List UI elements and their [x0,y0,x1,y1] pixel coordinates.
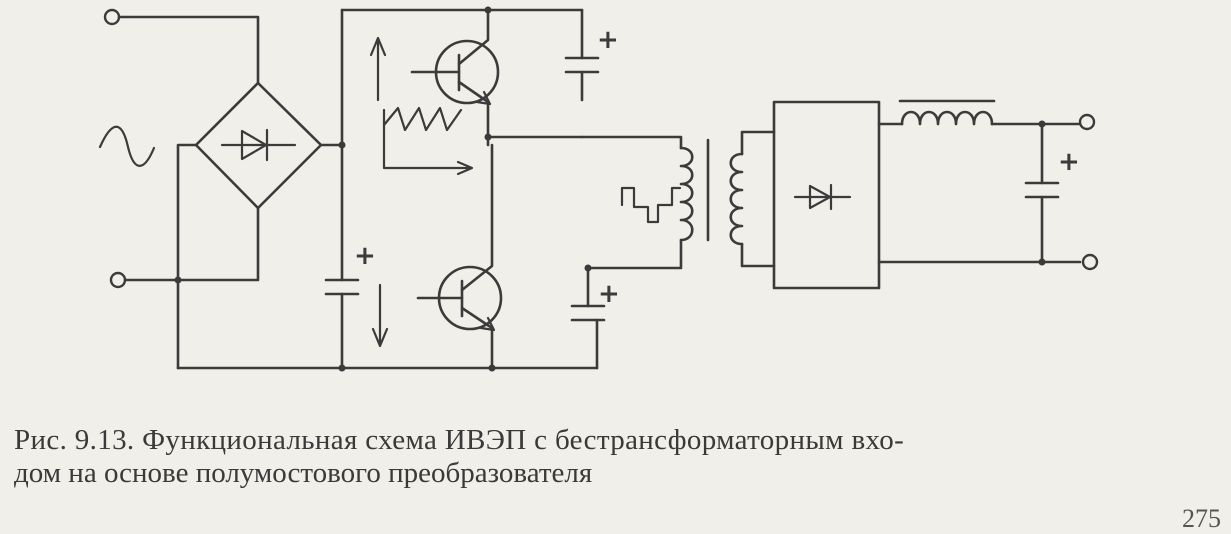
input-wire-bottom [123,206,260,282]
output-rectifier-block [772,100,881,290]
input-terminal-top [103,8,121,26]
caption-line-2: дом на основе полумостового преобразоват… [14,457,593,489]
output-lc-filter: + [877,99,1099,271]
primary-top-wire [580,135,683,150]
bridge-diode-icon [220,128,297,162]
ac-sine-icon [98,125,156,167]
up-arrow-icon [369,36,387,102]
upper-transistor [410,6,500,147]
output-terminal-top [1078,113,1096,131]
isolation-transformer [580,130,776,270]
output-diode-icon [793,183,852,211]
half-bridge-capacitors: + + [484,8,620,370]
upper-cap-plus-mark: + [597,25,619,55]
lower-transistor [416,143,503,370]
secondary-winding [729,152,744,246]
signal-annotations [369,36,474,348]
input-filter-capacitor: + [176,8,599,372]
lower-cap-plus-mark: + [598,279,620,309]
output-cap-plus-mark: + [1058,147,1080,177]
input-wire-top [117,15,260,85]
primary-bottom-wire [586,238,683,270]
circuit-diagram: + + [98,6,1099,372]
bridge-diamond [194,81,323,210]
primary-winding [679,146,694,242]
caption-line-1: Рис. 9.13. Функциональная схема ИВЭП с б… [14,424,905,456]
bridge-negative-wire [176,143,198,370]
diode-bridge-rectifier [174,81,346,370]
pulse-wave-icon [620,186,682,224]
time-axis-arrow-icon [382,108,474,176]
down-arrow-icon [371,283,389,348]
output-inductor [900,110,994,126]
sawtooth-wave-icon [382,106,463,132]
output-terminal-bottom [1081,253,1099,271]
filter-cap-plus-mark: + [354,241,376,271]
input-terminals [98,8,260,289]
page-number: 275 [1182,504,1221,533]
figure-caption: Рис. 9.13. Функциональная схема ИВЭП с б… [14,424,1219,490]
input-terminal-bottom [109,271,127,289]
